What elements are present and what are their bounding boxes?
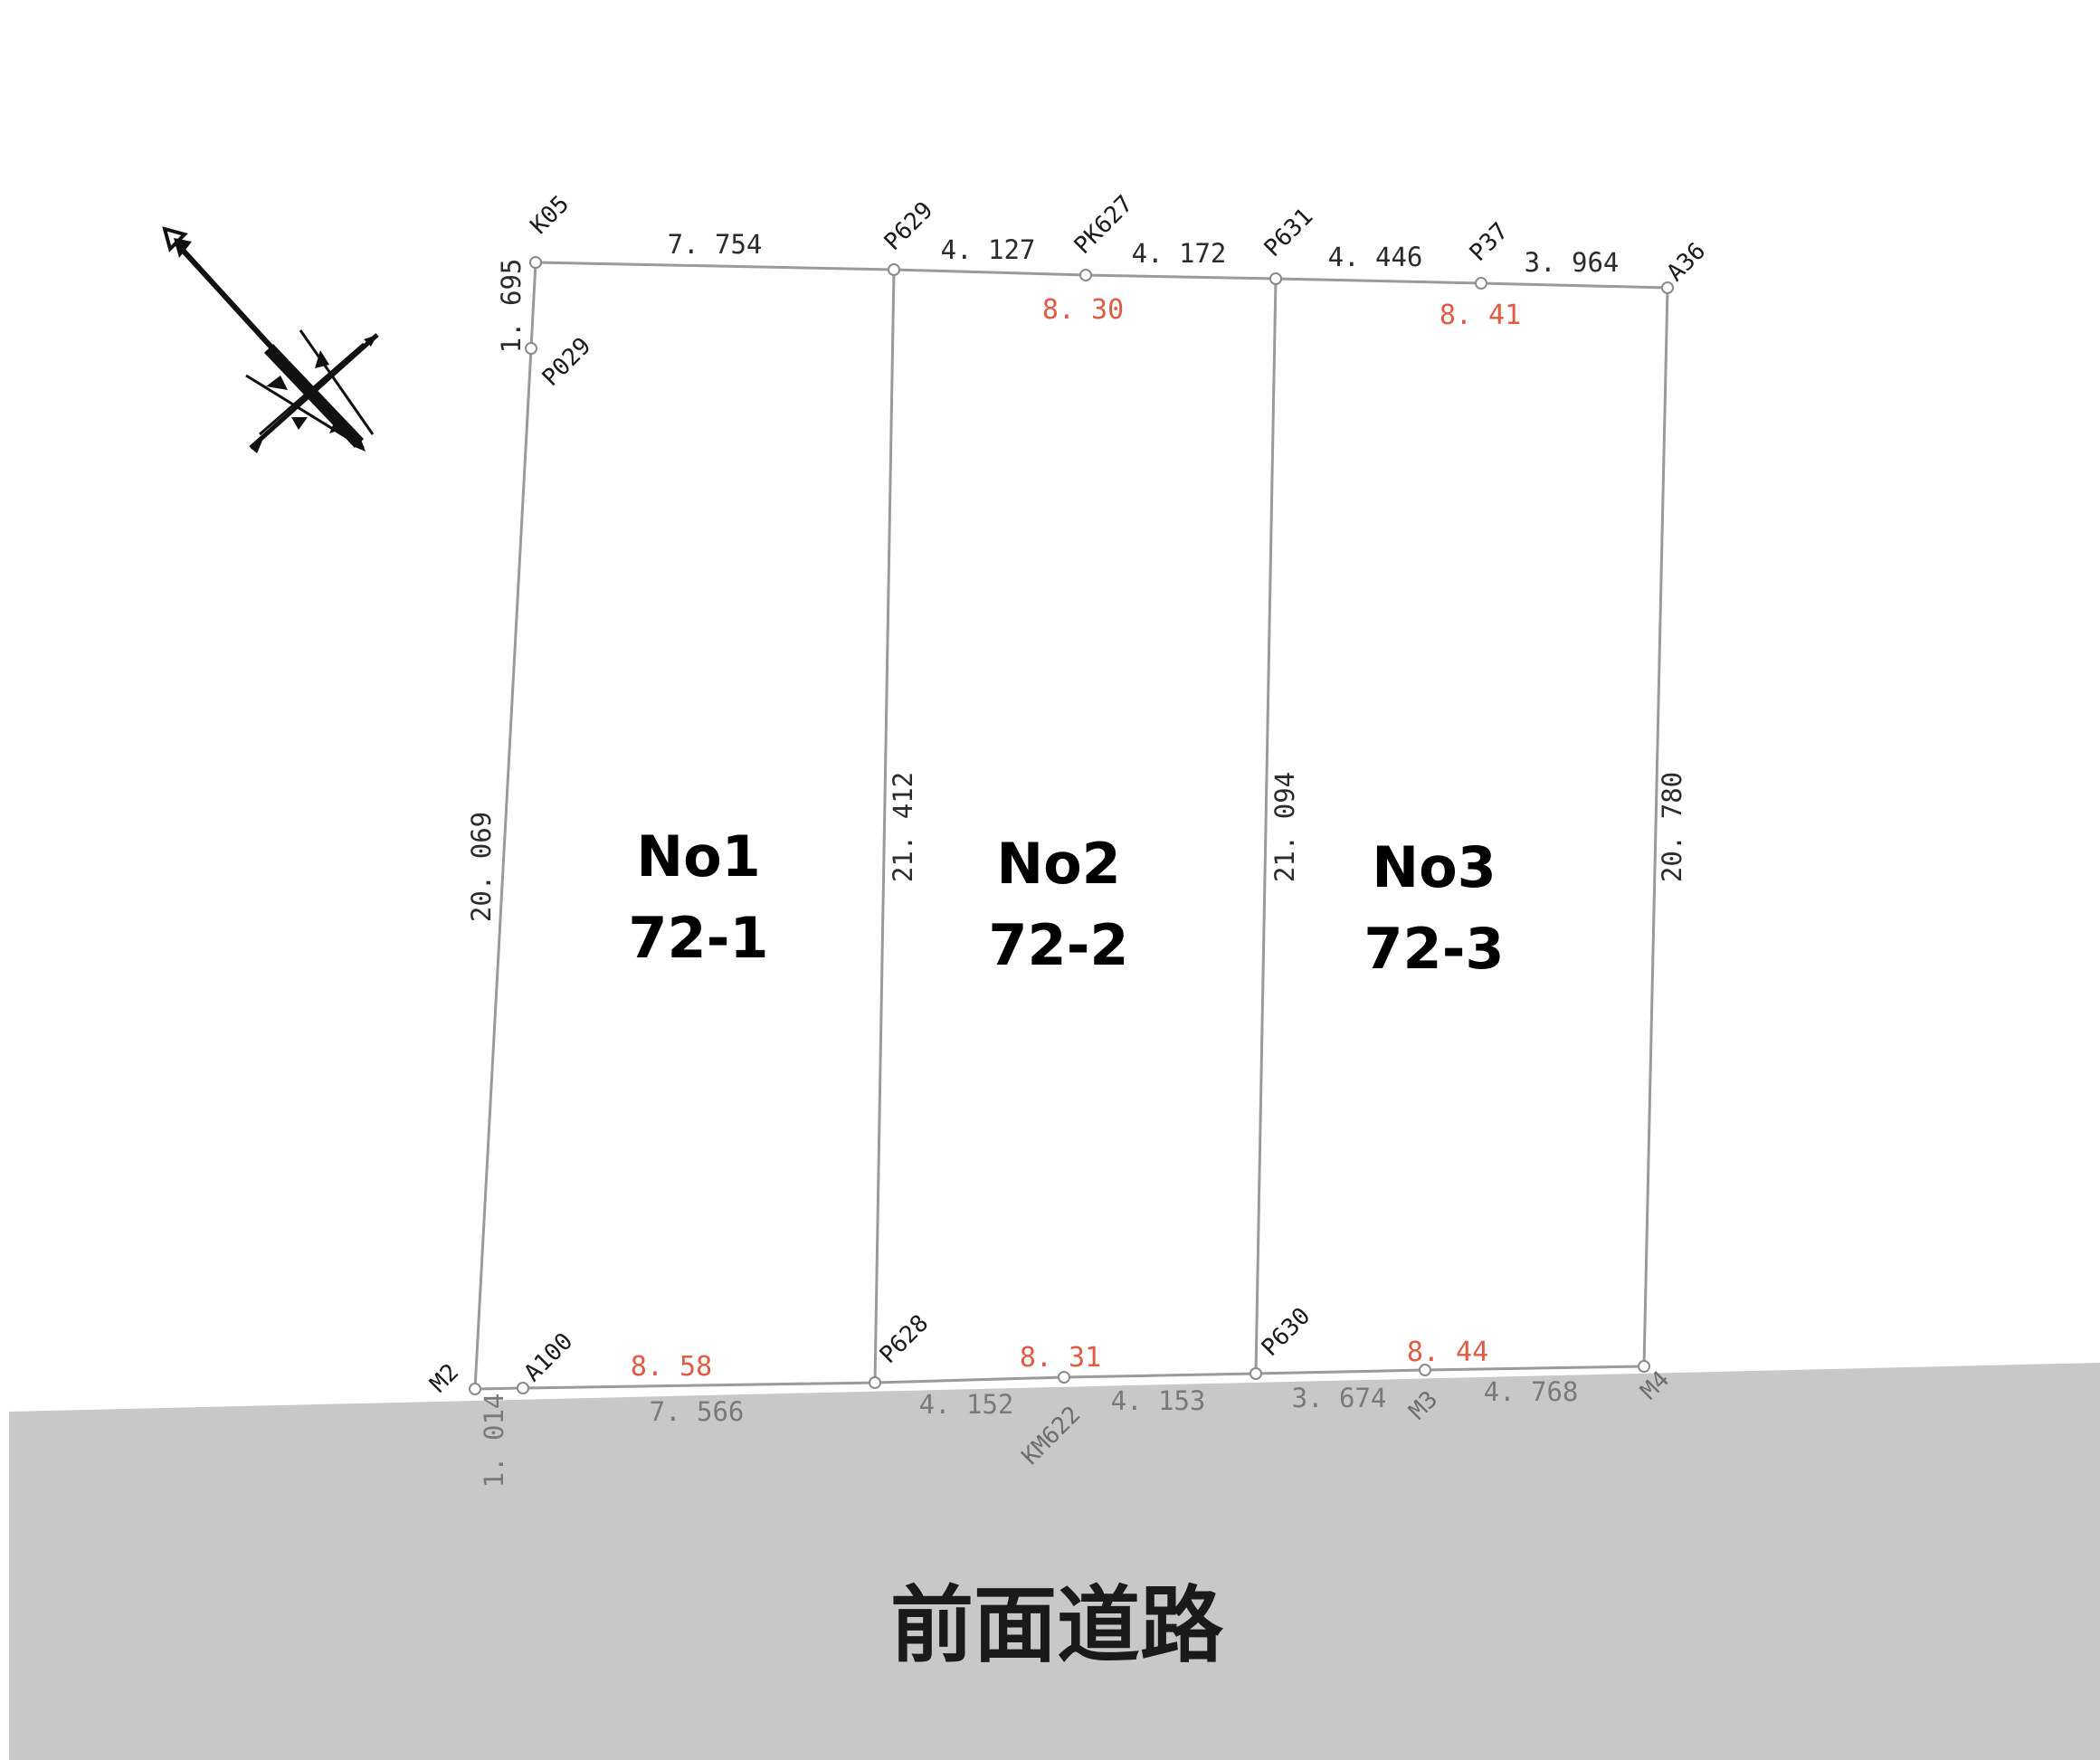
lot-1-name: No1 [636, 823, 761, 890]
lot-divider-2-3 [1254, 278, 1278, 1375]
north-arrow-icon [162, 226, 379, 453]
side-length: 20. 780 [1657, 772, 1687, 882]
side-length: 7. 754 [668, 229, 763, 260]
front-road-area [9, 1363, 2100, 1760]
side-length: 3. 674 [1292, 1383, 1387, 1413]
frontage-width: 8. 44 [1407, 1337, 1488, 1368]
station-label: P629 [879, 196, 938, 255]
lot-3-number: 72-3 [1364, 916, 1504, 982]
pin-PK627 [1079, 269, 1092, 281]
side-length: 21. 412 [888, 772, 918, 882]
road-label: 前面道路 [890, 1577, 1224, 1674]
side-length: 7. 566 [650, 1396, 745, 1427]
pin-P631 [1269, 272, 1282, 285]
side-length: 4. 446 [1328, 242, 1423, 272]
station-label: P631 [1259, 203, 1318, 262]
lot-divider-1-2 [873, 269, 896, 1384]
pin-P029 [525, 342, 537, 355]
pin-M2 [469, 1383, 481, 1395]
pin-P37 [1475, 277, 1487, 290]
station-label: K05 [526, 191, 575, 240]
side-length: 4. 152 [919, 1389, 1014, 1420]
pin-P628 [869, 1376, 881, 1389]
side-length: 20. 069 [466, 812, 497, 922]
station-label: M2 [425, 1359, 464, 1398]
pin-K05 [529, 256, 542, 269]
frontage-width: 8. 58 [631, 1351, 712, 1383]
side-length: 21. 094 [1269, 772, 1300, 882]
side-length: 1. 695 [496, 259, 527, 354]
lot-2-name: No2 [996, 831, 1121, 897]
station-label: A100 [519, 1327, 578, 1386]
right-boundary-line [1642, 287, 1669, 1367]
frontage-width: 8. 41 [1440, 300, 1521, 331]
pin-A100 [517, 1382, 529, 1394]
side-length: 1. 014 [479, 1394, 509, 1489]
top-boundary-line [535, 261, 1668, 290]
side-length: 4. 127 [941, 234, 1036, 265]
pin-KM622 [1058, 1371, 1070, 1384]
pin-M4 [1638, 1360, 1650, 1373]
lot-3-name: No3 [1372, 834, 1497, 900]
lot-1-number: 72-1 [628, 905, 768, 971]
side-length: 3. 964 [1525, 247, 1620, 278]
station-label: P628 [875, 1309, 934, 1368]
pin-M3 [1419, 1364, 1431, 1376]
station-label: A36 [1662, 238, 1711, 287]
boundary-pins [469, 256, 1674, 1395]
station-label: P029 [537, 332, 596, 391]
side-length: 4. 768 [1484, 1376, 1579, 1407]
station-label: P630 [1257, 1302, 1316, 1361]
station-label: P37 [1465, 218, 1514, 267]
station-label: PK627 [1069, 190, 1139, 260]
pin-P629 [888, 263, 900, 276]
frontage-width: 8. 30 [1042, 294, 1124, 326]
lot-2-number: 72-2 [988, 912, 1128, 978]
pin-A36 [1661, 281, 1674, 294]
side-length: 4. 153 [1111, 1385, 1206, 1416]
side-length: 4. 172 [1132, 238, 1227, 269]
pin-P630 [1250, 1367, 1262, 1380]
frontage-width: 8. 31 [1020, 1342, 1101, 1374]
